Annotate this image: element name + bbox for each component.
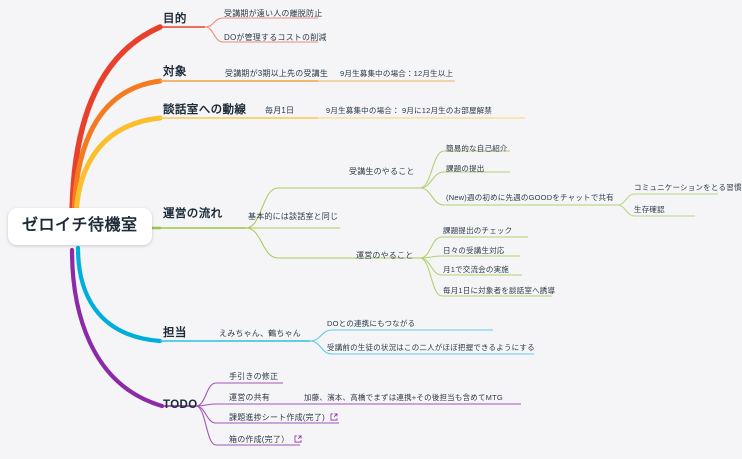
edge-good-c1 bbox=[616, 193, 718, 206]
node-jukousei-child-1[interactable]: 簡易的な自己紹介 bbox=[446, 144, 508, 153]
external-link-icon[interactable] bbox=[294, 435, 302, 443]
node-unei-jukousei[interactable]: 受講生のやること bbox=[349, 167, 415, 176]
node-danwashitsu-grandchild-1[interactable]: 9月生募集中の場合： 9月に12月生のお部屋解禁 bbox=[326, 106, 493, 115]
node-good-child-1[interactable]: コミュニケーションをとる習慣 bbox=[634, 183, 742, 192]
node-uneiyaru-child-1[interactable]: 課題提出のチェック bbox=[443, 226, 513, 235]
root-node[interactable]: ゼロイチ待機室 bbox=[8, 208, 152, 245]
node-todo-child-2[interactable]: 運営の共有 bbox=[229, 393, 270, 402]
branch-label-todo[interactable]: TODO bbox=[163, 399, 198, 411]
node-todo-child-1[interactable]: 手引きの修正 bbox=[229, 372, 279, 381]
node-tantou-grandchild-2[interactable]: 受講前の生徒の状況はこの二人がほぼ把握できるようにする bbox=[327, 343, 535, 352]
edge-root-taisho bbox=[71, 78, 163, 225]
node-good-child-2[interactable]: 生存確認 bbox=[634, 205, 665, 214]
branch-label-danwashitsu[interactable]: 談話室への動線 bbox=[163, 104, 247, 116]
node-todo-child-4-label: 箱の作成(完了） bbox=[229, 435, 290, 444]
edge-mokuteki-c1 bbox=[204, 17, 318, 28]
node-uneiyaru-child-3[interactable]: 月1で交流会の実施 bbox=[443, 265, 509, 274]
edge-jukousei-c2 bbox=[419, 171, 510, 189]
edge-unei-c2 bbox=[245, 187, 345, 229]
edge-unei-c3 bbox=[245, 227, 345, 259]
edge-uneiyaru-c2 bbox=[419, 255, 520, 259]
branch-label-taisho[interactable]: 対象 bbox=[163, 66, 187, 78]
node-mokuteki-child-1[interactable]: 受講期が遠い人の離脱防止 bbox=[224, 9, 323, 18]
external-link-icon[interactable] bbox=[330, 413, 338, 421]
node-tantou-child-1[interactable]: えみちゃん、鶴ちゃん bbox=[219, 329, 301, 338]
node-uneiyaru-child-2[interactable]: 日々の受講生対応 bbox=[443, 246, 505, 255]
node-danwashitsu-child-1[interactable]: 毎月1日 bbox=[265, 106, 295, 115]
node-mokuteki-child-2[interactable]: DOが管理するコストの削減 bbox=[224, 33, 327, 42]
branch-label-mokuteki[interactable]: 目的 bbox=[163, 13, 187, 25]
edge-root-danwashitsu bbox=[73, 115, 163, 225]
node-todo-grandchild-mtg[interactable]: 加藤、濱本、高橋でまずは連携+その後担当も含めてMTG bbox=[304, 393, 503, 402]
node-todo-child-3[interactable]: 課題進捗シート作成(完了) bbox=[229, 413, 338, 423]
edge-tantou-c1 bbox=[309, 329, 493, 342]
node-unei-child-1[interactable]: 基本的には談話室と同じ bbox=[248, 212, 339, 221]
node-todo-child-3-label: 課題進捗シート作成(完了) bbox=[229, 413, 325, 422]
node-uneiyaru-child-4[interactable]: 毎月1日に対象者を談話室へ誘導 bbox=[443, 286, 556, 295]
branch-label-tantou[interactable]: 担当 bbox=[163, 327, 187, 339]
node-taisho-grandchild-1[interactable]: 9月生募集中の場合：12月生以上 bbox=[340, 69, 454, 78]
node-jukousei-child-2[interactable]: 課題の提出 bbox=[446, 164, 485, 173]
node-tantou-grandchild-1[interactable]: DOとの連携にもつながる bbox=[327, 319, 416, 328]
edge-todo-c2 bbox=[195, 403, 521, 407]
node-taisho-child-1[interactable]: 受講期が3期以上先の受講生 bbox=[225, 69, 329, 78]
node-todo-child-4[interactable]: 箱の作成(完了） bbox=[229, 435, 302, 445]
node-unei-uneiyaru[interactable]: 運営のやること bbox=[356, 251, 414, 260]
edge-root-todo bbox=[69, 247, 165, 409]
edge-root-mokuteki bbox=[69, 24, 163, 225]
edge-root-tantou bbox=[75, 245, 163, 344]
branch-label-unei[interactable]: 運営の流れ bbox=[163, 208, 223, 220]
node-jukousei-child-3[interactable]: (New)週の初めに先週のGOODをチャットで共有 bbox=[446, 193, 614, 202]
